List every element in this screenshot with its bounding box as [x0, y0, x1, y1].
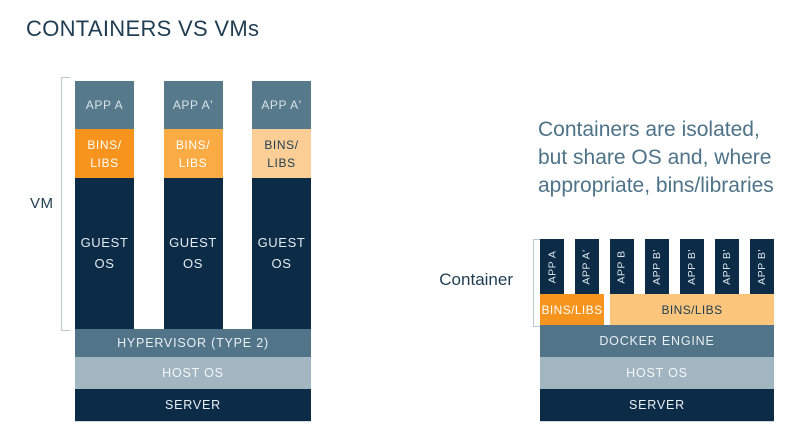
note-line-2: but share OS and, where — [538, 146, 772, 169]
container-host-os-layer: HOST OS — [540, 357, 774, 389]
bins-libs-shared-left: BINS/LIBS — [540, 294, 604, 325]
vm-host-os-layer: HOST OS — [75, 357, 311, 389]
container-app-6: APP B' — [715, 239, 739, 294]
container-app-5-label: APP B' — [686, 248, 698, 285]
container-app-3-label: APP B — [616, 249, 628, 284]
vm-column-1: APP A BINS/ LIBS GUEST OS — [75, 81, 134, 329]
container-app-6-label: APP B' — [721, 248, 733, 285]
container-bracket — [533, 239, 542, 327]
container-app-7: APP B' — [750, 239, 774, 294]
container-app-1: APP A — [540, 239, 564, 294]
vm2-bins-libs-block: BINS/ LIBS — [163, 129, 223, 178]
container-app-2: APP A' — [575, 239, 599, 294]
container-app-4-label: APP B' — [651, 248, 663, 285]
container-app-2-label: APP A' — [581, 248, 594, 285]
container-server-layer: SERVER — [540, 389, 774, 421]
bins-libs-shared-right: BINS/LIBS — [610, 294, 774, 325]
vm1-guest-os-block: GUEST OS — [75, 178, 134, 329]
vm3-guest-os-block: GUEST OS — [252, 178, 311, 329]
vm-bracket — [61, 77, 70, 331]
vm-server-layer: SERVER — [75, 389, 311, 421]
vm-column-3: APP A' BINS/ LIBS GUEST OS — [252, 81, 311, 329]
vm2-app-block: APP A' — [163, 81, 223, 129]
container-app-columns: APP A APP A' APP B APP B' APP B' APP B' … — [540, 239, 774, 294]
vm-columns: APP A BINS/ LIBS GUEST OS APP A' BINS/ L… — [75, 81, 311, 329]
vm-column-2: APP A' BINS/ LIBS GUEST OS — [163, 81, 223, 329]
vm1-app-block: APP A — [75, 81, 134, 129]
vm1-bins-libs-block: BINS/ LIBS — [75, 129, 134, 178]
vm-bracket-label: VM — [30, 195, 54, 212]
note-line-1: Containers are isolated, — [538, 118, 760, 141]
container-app-1-label: APP A — [546, 250, 559, 283]
container-bins-row: BINS/LIBS BINS/LIBS — [540, 294, 774, 325]
vm3-bins-libs-block: BINS/ LIBS — [252, 129, 311, 178]
container-bracket-label: Container — [439, 270, 513, 289]
containers-note: Containers are isolated, but share OS an… — [538, 116, 774, 200]
container-app-4: APP B' — [645, 239, 669, 294]
hypervisor-layer: HYPERVISOR (TYPE 2) — [75, 329, 311, 357]
vm-stack-diagram: APP A BINS/ LIBS GUEST OS APP A' BINS/ L… — [75, 81, 311, 421]
container-app-3: APP B — [610, 239, 634, 294]
note-line-3: appropriate, bins/libraries — [538, 174, 774, 197]
page-title: CONTAINERS VS VMs — [26, 16, 260, 41]
container-app-5: APP B' — [680, 239, 704, 294]
docker-engine-layer: DOCKER ENGINE — [540, 325, 774, 357]
container-app-7-label: APP B' — [756, 248, 768, 285]
vm3-app-block: APP A' — [252, 81, 311, 129]
vm2-guest-os-block: GUEST OS — [163, 178, 223, 329]
container-stack-diagram: APP A APP A' APP B APP B' APP B' APP B' … — [540, 239, 774, 421]
bins-libs-divider — [604, 294, 610, 325]
